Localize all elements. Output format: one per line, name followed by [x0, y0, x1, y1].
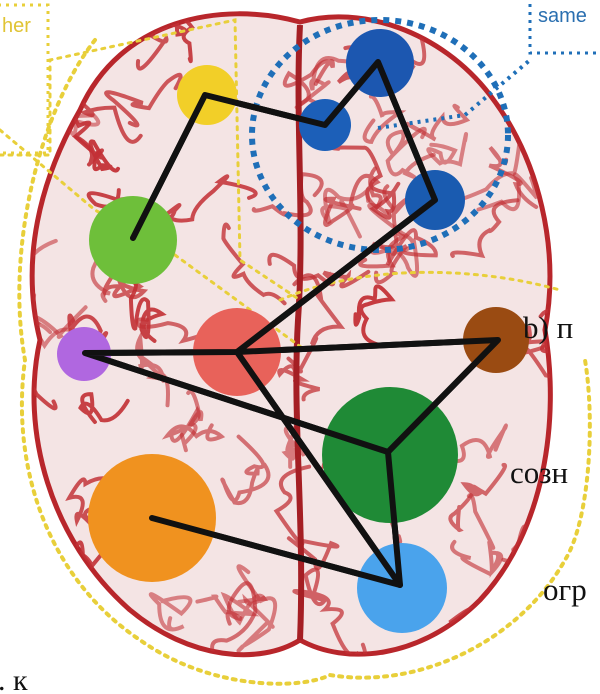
b-item-text: b) п: [523, 310, 573, 345]
light-blue-node: [357, 543, 447, 633]
top-right-label: same: [530, 0, 600, 53]
top-left-label-text: her: [2, 15, 31, 37]
top-right-label-text: same: [538, 5, 587, 27]
line2-text: созн: [510, 455, 568, 490]
line3-text: огр: [543, 572, 587, 607]
top-left-label: her: [0, 5, 48, 153]
bottom-left-text: . к: [0, 664, 28, 694]
